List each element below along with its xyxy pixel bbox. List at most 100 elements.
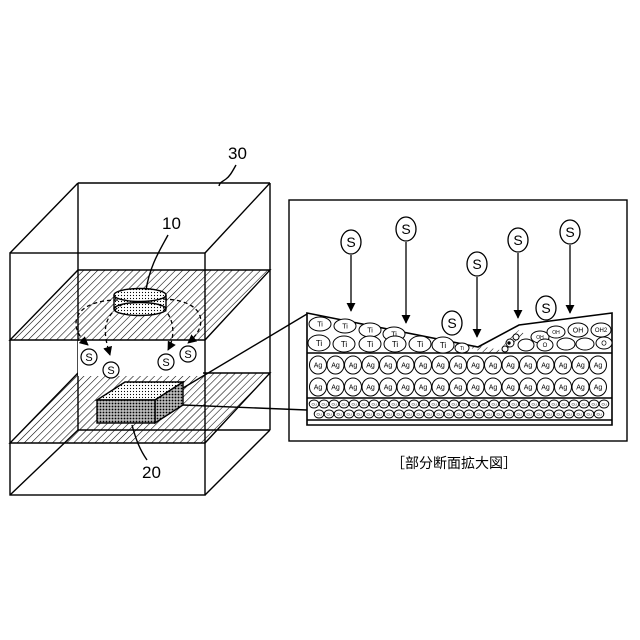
svg-text:Ti: Ti [341, 340, 348, 349]
svg-text:Ag: Ag [419, 384, 428, 391]
substrate-particle: Cu [534, 410, 544, 418]
oxide-particle: OH2 [591, 323, 611, 337]
substrate-particle: Cu [579, 400, 589, 408]
ti-particle: Ti [409, 336, 431, 352]
substrate-particle: Cu [424, 410, 434, 418]
ag-particle: Ag [362, 378, 379, 396]
substrate-particle: Cu [344, 410, 354, 418]
substrate-particle: Cu [519, 400, 529, 408]
svg-text:Cu: Cu [406, 411, 411, 416]
ag-particle: Ag [555, 356, 572, 374]
substrate-particle: Cu [514, 410, 524, 418]
svg-text:Cu: Cu [481, 401, 486, 406]
substrate-particle: Cu [469, 400, 479, 408]
substrate-particle: Cu [329, 400, 339, 408]
svg-text:Cu: Cu [331, 401, 336, 406]
svg-text:Ag: Ag [384, 362, 393, 369]
substrate-particle: Cu [589, 400, 599, 408]
svg-text:Ti: Ti [342, 323, 348, 330]
svg-text:S: S [513, 232, 522, 248]
substrate-particle: Cu [429, 400, 439, 408]
svg-text:Ti: Ti [392, 340, 399, 349]
sulfur-particle: S [103, 362, 119, 378]
substrate-particle: Cu [574, 410, 584, 418]
svg-text:Cu: Cu [326, 411, 331, 416]
substrate-particle: Cu [399, 400, 409, 408]
svg-text:Cu: Cu [576, 411, 581, 416]
incoming-sulfur-particle: S [442, 311, 462, 335]
svg-text:Cu: Cu [386, 411, 391, 416]
svg-text:Ag: Ag [489, 384, 498, 391]
substrate-particle: Cu [369, 400, 379, 408]
svg-text:Cu: Cu [366, 411, 371, 416]
svg-text:S: S [184, 349, 191, 361]
substrate-particle: Cu [459, 400, 469, 408]
oxide-particle: OH [568, 323, 588, 337]
svg-text:Cu: Cu [506, 411, 511, 416]
svg-text:Cu: Cu [426, 411, 431, 416]
svg-text:Cu: Cu [476, 411, 481, 416]
svg-text:Cu: Cu [551, 401, 556, 406]
svg-text:Cu: Cu [596, 411, 601, 416]
svg-text:Ag: Ag [541, 362, 550, 369]
ag-particle: Ag [397, 356, 414, 374]
svg-text:Cu: Cu [566, 411, 571, 416]
svg-text:Ag: Ag [594, 362, 603, 369]
svg-text:Ag: Ag [419, 362, 428, 369]
substrate-particle: Cu [359, 400, 369, 408]
ag-particle: Ag [572, 356, 589, 374]
incoming-sulfur-particle: S [396, 217, 416, 323]
svg-text:Cu: Cu [531, 401, 536, 406]
svg-text:S: S [565, 224, 574, 240]
svg-text:Ag: Ag [506, 384, 515, 391]
substrate-particle: Cu [404, 410, 414, 418]
substrate-particle: Cu [439, 400, 449, 408]
sulfur-particle: S [81, 349, 97, 365]
source-disc [114, 289, 166, 316]
svg-text:Cu: Cu [361, 401, 366, 406]
oxide-particle [576, 338, 594, 350]
svg-text:Cu: Cu [451, 401, 456, 406]
svg-text:Cu: Cu [591, 401, 596, 406]
substrate-particle: Cu [334, 410, 344, 418]
svg-text:S: S [85, 352, 92, 364]
ag-particle: Ag [415, 356, 432, 374]
substrate-particle: Cu [499, 400, 509, 408]
ag-particle: Ag [345, 356, 362, 374]
substrate-particle: Cu [524, 410, 534, 418]
svg-text:Cu: Cu [311, 401, 316, 406]
svg-text:OH: OH [552, 330, 560, 336]
svg-text:Ti: Ti [316, 339, 323, 348]
svg-text:Ag: Ag [559, 362, 568, 369]
svg-text:Ti: Ti [367, 340, 374, 349]
svg-text:Cu: Cu [441, 401, 446, 406]
svg-text:Cu: Cu [371, 401, 376, 406]
svg-text:Ag: Ag [314, 362, 323, 369]
sample-label: 20 [142, 463, 161, 482]
svg-text:Cu: Cu [471, 401, 476, 406]
svg-text:Cu: Cu [536, 411, 541, 416]
substrate-particle: Cu [314, 410, 324, 418]
incoming-sulfur: SSSSSSS [341, 217, 580, 337]
substrate-particle: Cu [419, 400, 429, 408]
ag-particle: Ag [327, 356, 344, 374]
svg-text:Ag: Ag [349, 362, 358, 369]
svg-text:Ag: Ag [454, 384, 463, 391]
substrate-particle: Cu [309, 400, 319, 408]
substrate-particle: Cu [324, 410, 334, 418]
ti-particle: Ti [309, 317, 331, 331]
substrate-particle: Cu [559, 400, 569, 408]
svg-text:Cu: Cu [321, 401, 326, 406]
sulfur-particle: S [180, 346, 196, 362]
ti-particle: Ti [333, 336, 355, 352]
svg-text:Cu: Cu [381, 401, 386, 406]
svg-text:Cu: Cu [491, 401, 496, 406]
svg-text:S: S [107, 365, 114, 377]
svg-text:Ag: Ag [524, 362, 533, 369]
ag-particle: Ag [450, 378, 467, 396]
substrate-particle: Cu [504, 410, 514, 418]
svg-text:Ag: Ag [436, 384, 445, 391]
magnified-view: TiTiTiTiTiTiTiTiTiTiTi OHOHOHOH2OO AgAgA… [289, 200, 627, 472]
svg-text:Ag: Ag [576, 362, 585, 369]
substrate-particle: Cu [569, 400, 579, 408]
